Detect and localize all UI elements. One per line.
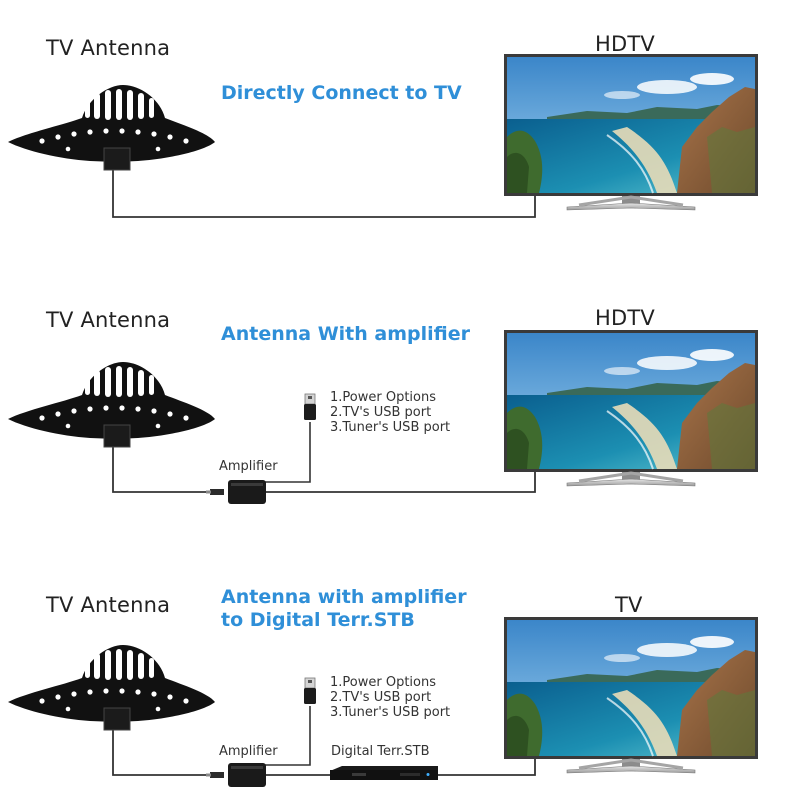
usb-option: 3.Tuner's USB port [330, 705, 451, 720]
hdtv-graphic [502, 328, 760, 488]
caption-line: to Digital Terr.STB [221, 609, 415, 631]
panel-1-graphics [7, 52, 760, 218]
coax-cable [112, 162, 536, 218]
usb-option: 1.Power Options [330, 390, 436, 405]
amplifier-graphic [228, 480, 266, 504]
stb-to-tv-cable [438, 756, 536, 776]
usb-plug-icon [303, 677, 317, 705]
antenna-title: TV Antenna [46, 593, 171, 617]
set-top-box-graphic [330, 766, 438, 780]
coax-connector-icon [206, 772, 224, 778]
usb-power-options: 1.Power Options 2.TV's USB port 3.Tuner'… [330, 675, 450, 720]
usb-power-cable [258, 706, 311, 766]
panel-3-graphics [7, 615, 760, 787]
antenna-graphic [7, 644, 216, 731]
tv-title: TV [615, 593, 643, 617]
connection-caption: Antenna with amplifier to Digital Terr.S… [221, 586, 467, 632]
amplifier-graphic [228, 763, 266, 787]
caption-line: Antenna with amplifier [221, 586, 467, 608]
coax-connector-icon [206, 489, 224, 495]
tv-title: HDTV [595, 306, 655, 330]
usb-option: 1.Power Options [330, 675, 436, 690]
tv-graphic [502, 615, 760, 775]
usb-option: 2.TV's USB port [330, 690, 432, 705]
usb-option: 3.Tuner's USB port [330, 420, 451, 435]
panel-2-graphics [7, 328, 760, 504]
stb-label: Digital Terr.STB [331, 744, 430, 759]
tv-title: HDTV [595, 32, 655, 56]
antenna-title: TV Antenna [46, 36, 171, 60]
antenna-title: TV Antenna [46, 308, 171, 332]
connection-caption: Antenna With amplifier [221, 323, 470, 345]
usb-plug-icon [303, 393, 317, 421]
antenna-graphic [7, 361, 216, 448]
connection-caption: Directly Connect to TV [221, 82, 462, 104]
antenna-to-amp-cable [112, 438, 206, 493]
antenna-graphic [7, 84, 216, 171]
antenna-to-amp-cable [112, 722, 206, 776]
usb-power-options: 1.Power Options 2.TV's USB port 3.Tuner'… [330, 390, 450, 435]
usb-power-cable [258, 422, 311, 483]
amplifier-label: Amplifier [219, 744, 278, 759]
amp-to-tv-cable [266, 470, 536, 493]
amplifier-label: Amplifier [219, 459, 278, 474]
hdtv-graphic [502, 52, 760, 212]
usb-option: 2.TV's USB port [330, 405, 432, 420]
